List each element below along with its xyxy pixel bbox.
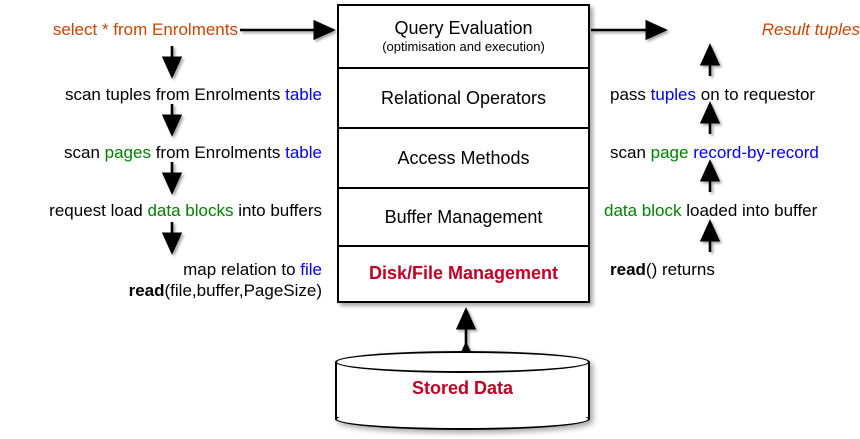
right-step-1: pass tuples on to requestor: [610, 84, 860, 105]
right-step-2-part-4: record-by-record: [693, 143, 819, 162]
read-call-args: (file,buffer,PageSize): [164, 281, 323, 300]
layer-title: Access Methods: [397, 147, 530, 168]
left-step-1: scan tuples from Enrolments table: [0, 84, 322, 105]
left-step-3-part-1: request load: [49, 201, 148, 220]
left-step-2-part-1: scan: [64, 143, 105, 162]
left-step-1-part-2: table: [285, 85, 322, 104]
stored-data-label: Stored Data: [411, 378, 514, 398]
left-step-2: scan pages from Enrolments table: [0, 142, 322, 163]
architecture-stack: Query Evaluation (optimisation and execu…: [337, 4, 590, 303]
right-step-3-part-2: loaded into buffer: [681, 201, 818, 220]
layer-title: Disk/File Management: [368, 263, 559, 283]
left-step-2-part-4: table: [285, 143, 322, 162]
right-step-2: scan page record-by-record: [610, 142, 860, 163]
query-text: select * from Enrolments: [52, 20, 238, 39]
left-step-4-part-2: file: [300, 260, 322, 279]
right-step-2-part-2: page: [650, 143, 689, 162]
layer-disk-file-management[interactable]: Disk/File Management: [339, 245, 588, 300]
layer-access-methods[interactable]: Access Methods: [339, 127, 588, 187]
left-step-1-part-1: scan tuples from Enrolments: [64, 85, 286, 104]
right-step-1-part-2: tuples: [650, 85, 697, 104]
right-step-1-part-3: on to requestor: [696, 85, 816, 104]
left-step-3: request load data blocks into buffers: [0, 200, 322, 221]
layer-title: Query Evaluation: [394, 18, 533, 38]
stored-data-cylinder: Stored Data: [335, 351, 590, 431]
right-step-2-part-1: scan: [610, 143, 651, 162]
layer-relational-operators[interactable]: Relational Operators: [339, 67, 588, 127]
layer-query-evaluation[interactable]: Query Evaluation (optimisation and execu…: [339, 6, 588, 67]
right-step-3: data block loaded into buffer: [604, 200, 860, 221]
layer-title: Relational Operators: [380, 87, 547, 108]
right-step-1-part-1: pass: [610, 85, 651, 104]
left-step-2-part-2: pages: [104, 143, 151, 162]
layer-subtitle: (optimisation and execution): [382, 39, 545, 54]
left-step-4: map relation to file: [0, 259, 322, 280]
left-step-4-part-1: map relation to: [183, 260, 301, 279]
left-step-3-part-2: data blocks: [147, 201, 234, 220]
right-step-3-part-1: data block: [604, 201, 682, 220]
left-step-2-part-3: from Enrolments: [150, 143, 286, 162]
layer-buffer-management[interactable]: Buffer Management: [339, 187, 588, 245]
result-tuples-text: Result tuples: [761, 20, 860, 39]
read-returns-text: read() returns: [610, 259, 860, 280]
read-returns-keyword: read: [610, 260, 646, 279]
left-step-3-part-3: into buffers: [233, 201, 322, 220]
read-call-keyword: read: [128, 281, 165, 300]
read-returns-rest: () returns: [645, 260, 715, 279]
cylinder-top-ellipse: [335, 351, 590, 373]
layer-title: Buffer Management: [384, 206, 543, 227]
read-call-text: read(file,buffer,PageSize): [0, 280, 322, 301]
